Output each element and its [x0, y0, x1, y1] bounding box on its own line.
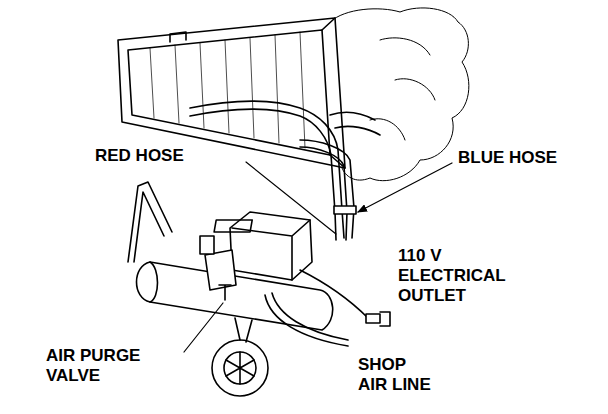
wheel-mount — [235, 318, 252, 342]
wheel — [212, 340, 268, 396]
part-label: RED HOSE — [93, 146, 186, 166]
part-label: AIR PURGE VALVE — [44, 346, 147, 386]
wheel-hub — [224, 352, 256, 384]
radiator-fins — [150, 32, 305, 148]
radiator-core — [128, 30, 330, 155]
shop-air-hose — [265, 295, 348, 346]
engine-detail — [370, 38, 435, 140]
purge-valve — [219, 285, 231, 300]
radiator-cap — [170, 32, 186, 42]
part-label: 110 V ELECTRICAL OUTLET — [396, 246, 512, 306]
handle — [134, 192, 164, 262]
leader-line — [184, 303, 223, 352]
tank-end — [150, 262, 158, 302]
plug — [366, 314, 380, 323]
part-label: SHOP AIR LINE — [356, 355, 437, 395]
leader-line — [358, 163, 452, 212]
machine-panel — [214, 220, 252, 232]
engine-hose — [330, 112, 380, 135]
motor — [205, 250, 236, 290]
hose-coupler — [334, 206, 356, 214]
line-art — [118, 8, 469, 396]
handle — [128, 182, 172, 262]
leader-line — [246, 162, 336, 234]
flush-machine-edge — [232, 220, 310, 280]
wheel-spokes — [226, 352, 254, 384]
part-label: BLUE HOSE — [456, 148, 559, 168]
engine-outline — [330, 8, 469, 181]
shop-air-hose — [272, 293, 348, 340]
gauge — [200, 236, 214, 254]
outlet — [380, 312, 390, 326]
power-cord — [300, 270, 368, 318]
radiator-tank — [322, 18, 345, 168]
